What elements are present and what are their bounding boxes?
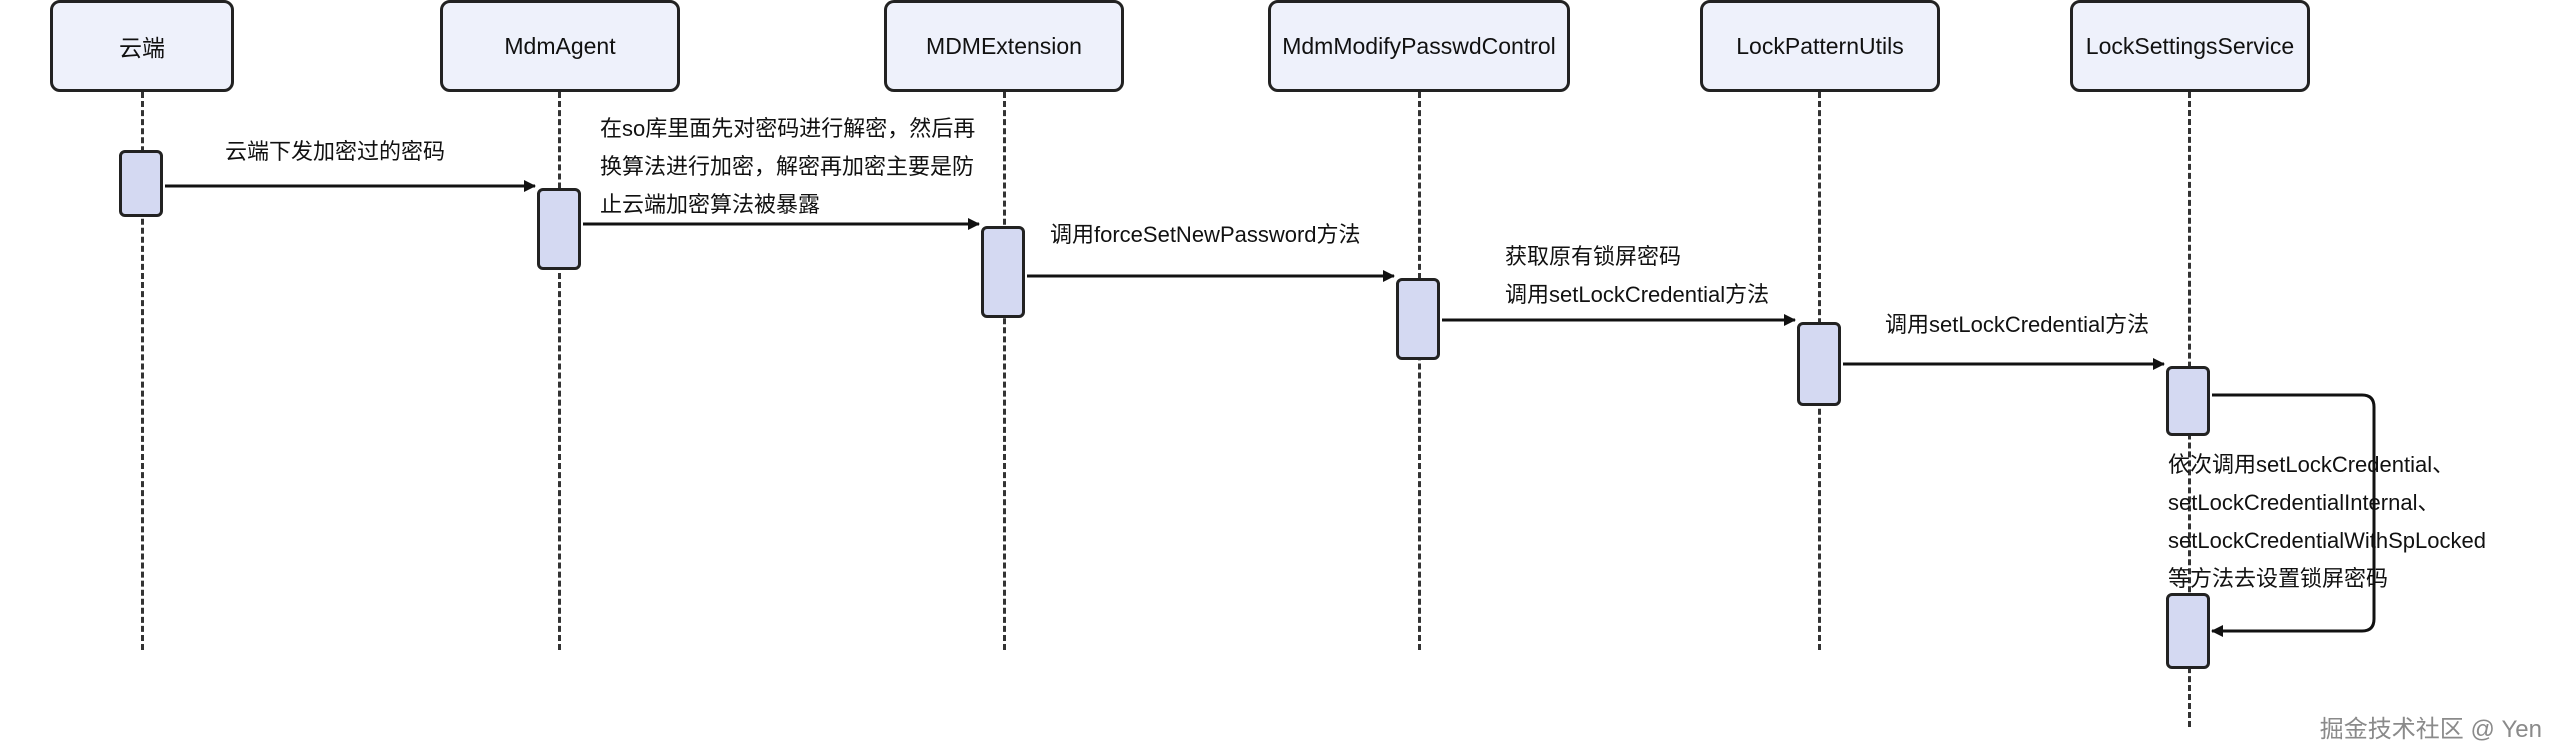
message-label-6: 依次调用setLockCredential、 setLockCredential…: [2168, 452, 2486, 591]
message-label-5: 调用setLockCredential方法: [1885, 312, 2150, 337]
participant-mdmagent: MdmAgent: [440, 0, 680, 92]
participant-locksettingsservice: LockSettingsService: [2070, 0, 2310, 92]
activation-locksettingsservice-2: [2166, 593, 2210, 669]
lifeline-mdmextension: [1003, 92, 1006, 650]
activation-cloud: [119, 150, 163, 217]
activation-mdmagent: [537, 188, 581, 270]
message-label-4: 获取原有锁屏密码 调用setLockCredential方法: [1505, 244, 1770, 307]
activation-mdmextension: [981, 226, 1025, 318]
activation-locksettingsservice-1: [2166, 366, 2210, 436]
participant-lockpatternutils: LockPatternUtils: [1700, 0, 1940, 92]
lifeline-cloud: [141, 92, 144, 650]
message-label-2: 在so库里面先对密码进行解密，然后再 换算法进行加密，解密再加密主要是防 止云端…: [600, 116, 976, 217]
watermark: 掘金技术社区 @ Yen: [2319, 716, 2542, 743]
lifeline-mdmagent: [558, 92, 561, 650]
participant-cloud: 云端: [50, 0, 234, 92]
activation-lockpatternutils: [1797, 322, 1841, 406]
activation-mdmmodifypasswdcontrol: [1396, 278, 1440, 360]
participant-mdmmodifypasswdcontrol: MdmModifyPasswdControl: [1268, 0, 1570, 92]
lifeline-mdmmodifypasswdcontrol: [1418, 92, 1421, 650]
message-label-1: 云端下发加密过的密码: [225, 139, 446, 164]
arrow-msg-6-self: [2211, 393, 2376, 637]
participant-mdmextension: MDMExtension: [884, 0, 1124, 92]
message-label-3: 调用forceSetNewPassword方法: [1050, 222, 1361, 247]
